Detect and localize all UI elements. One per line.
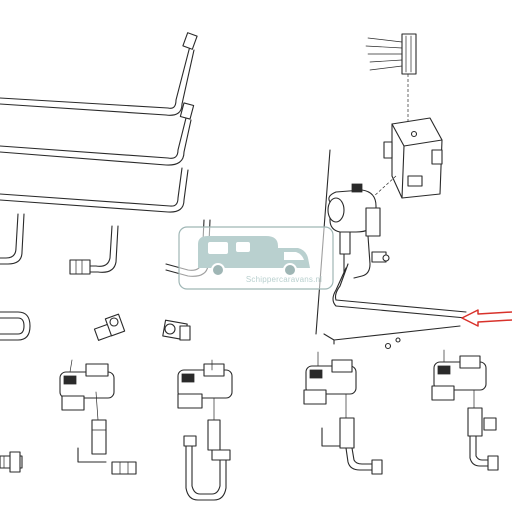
wiring-harness [365,33,417,122]
valve-assembly-2 [177,359,233,501]
u-tube [0,311,31,341]
long-pipe-1 [0,32,198,116]
control-module [371,117,443,199]
tee-fitting [162,319,191,341]
mounting-panel [315,149,467,350]
valve-assembly-4 [431,349,499,471]
gas-valve-main [327,183,390,279]
watermark-brand-text: Schippercaravans.nl [245,275,323,284]
angle-fitting [93,313,126,341]
long-pipe-3 [0,167,189,213]
pointer-arrow [461,309,512,327]
long-pipe-2 [0,102,195,166]
valve-assembly-1 [59,359,137,475]
valve-assembly-3 [303,351,383,475]
elbow-tube-with-nut [69,225,119,275]
screw-fitting [0,451,23,473]
elbow-tube [0,213,25,265]
caravan-camper-icon [198,236,310,277]
watermark-logo [178,226,334,290]
